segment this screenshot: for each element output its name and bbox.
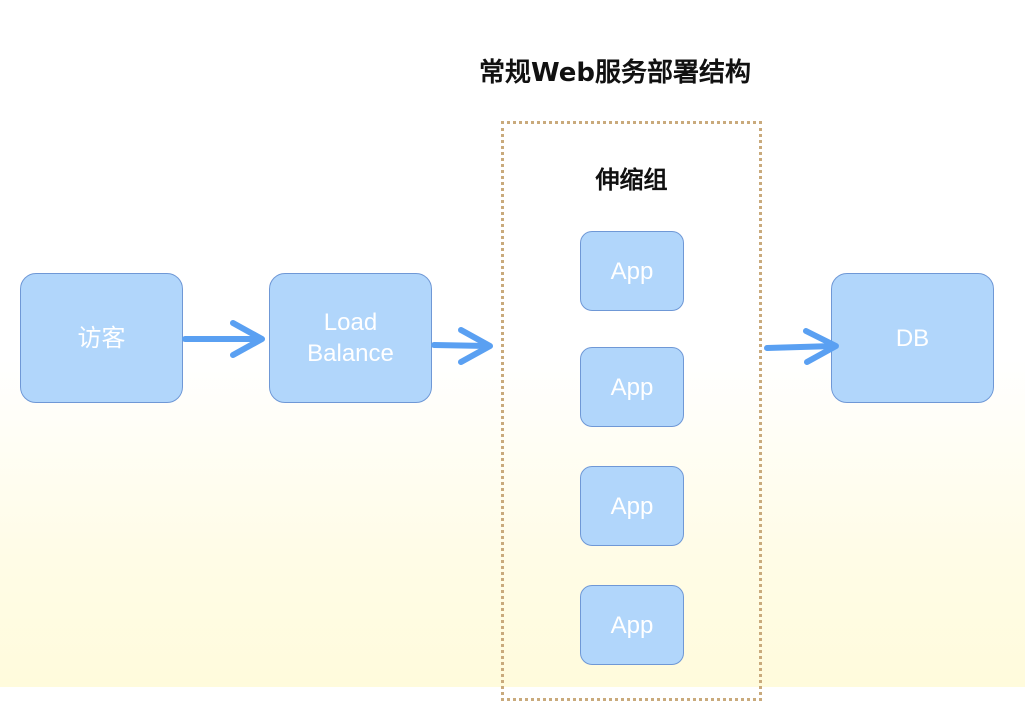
app-node-3: App	[580, 466, 684, 546]
visitor-label: 访客	[77, 324, 126, 352]
arrow-visitor-to-lb	[182, 320, 265, 358]
db-node: DB	[831, 273, 994, 403]
app-node-4: App	[580, 585, 684, 665]
visitor-node: 访客	[20, 273, 183, 403]
app-label: App	[610, 611, 654, 639]
load-balancer-node: Load Balance	[269, 273, 432, 403]
scaling-group-label: 伸缩组	[595, 166, 668, 194]
arrow-group-to-db	[764, 328, 839, 365]
app-label: App	[610, 257, 654, 285]
load-balancer-label-line2: Balance	[307, 340, 394, 367]
app-node-2: App	[580, 347, 684, 427]
app-label: App	[610, 373, 654, 401]
app-label: App	[610, 492, 654, 520]
app-node-1: App	[580, 231, 684, 311]
diagram-title: 常规Web服务部署结构	[479, 58, 751, 88]
arrow-lb-to-group	[431, 327, 493, 365]
db-label: DB	[895, 324, 930, 352]
load-balancer-label-line1: Load	[323, 309, 378, 336]
